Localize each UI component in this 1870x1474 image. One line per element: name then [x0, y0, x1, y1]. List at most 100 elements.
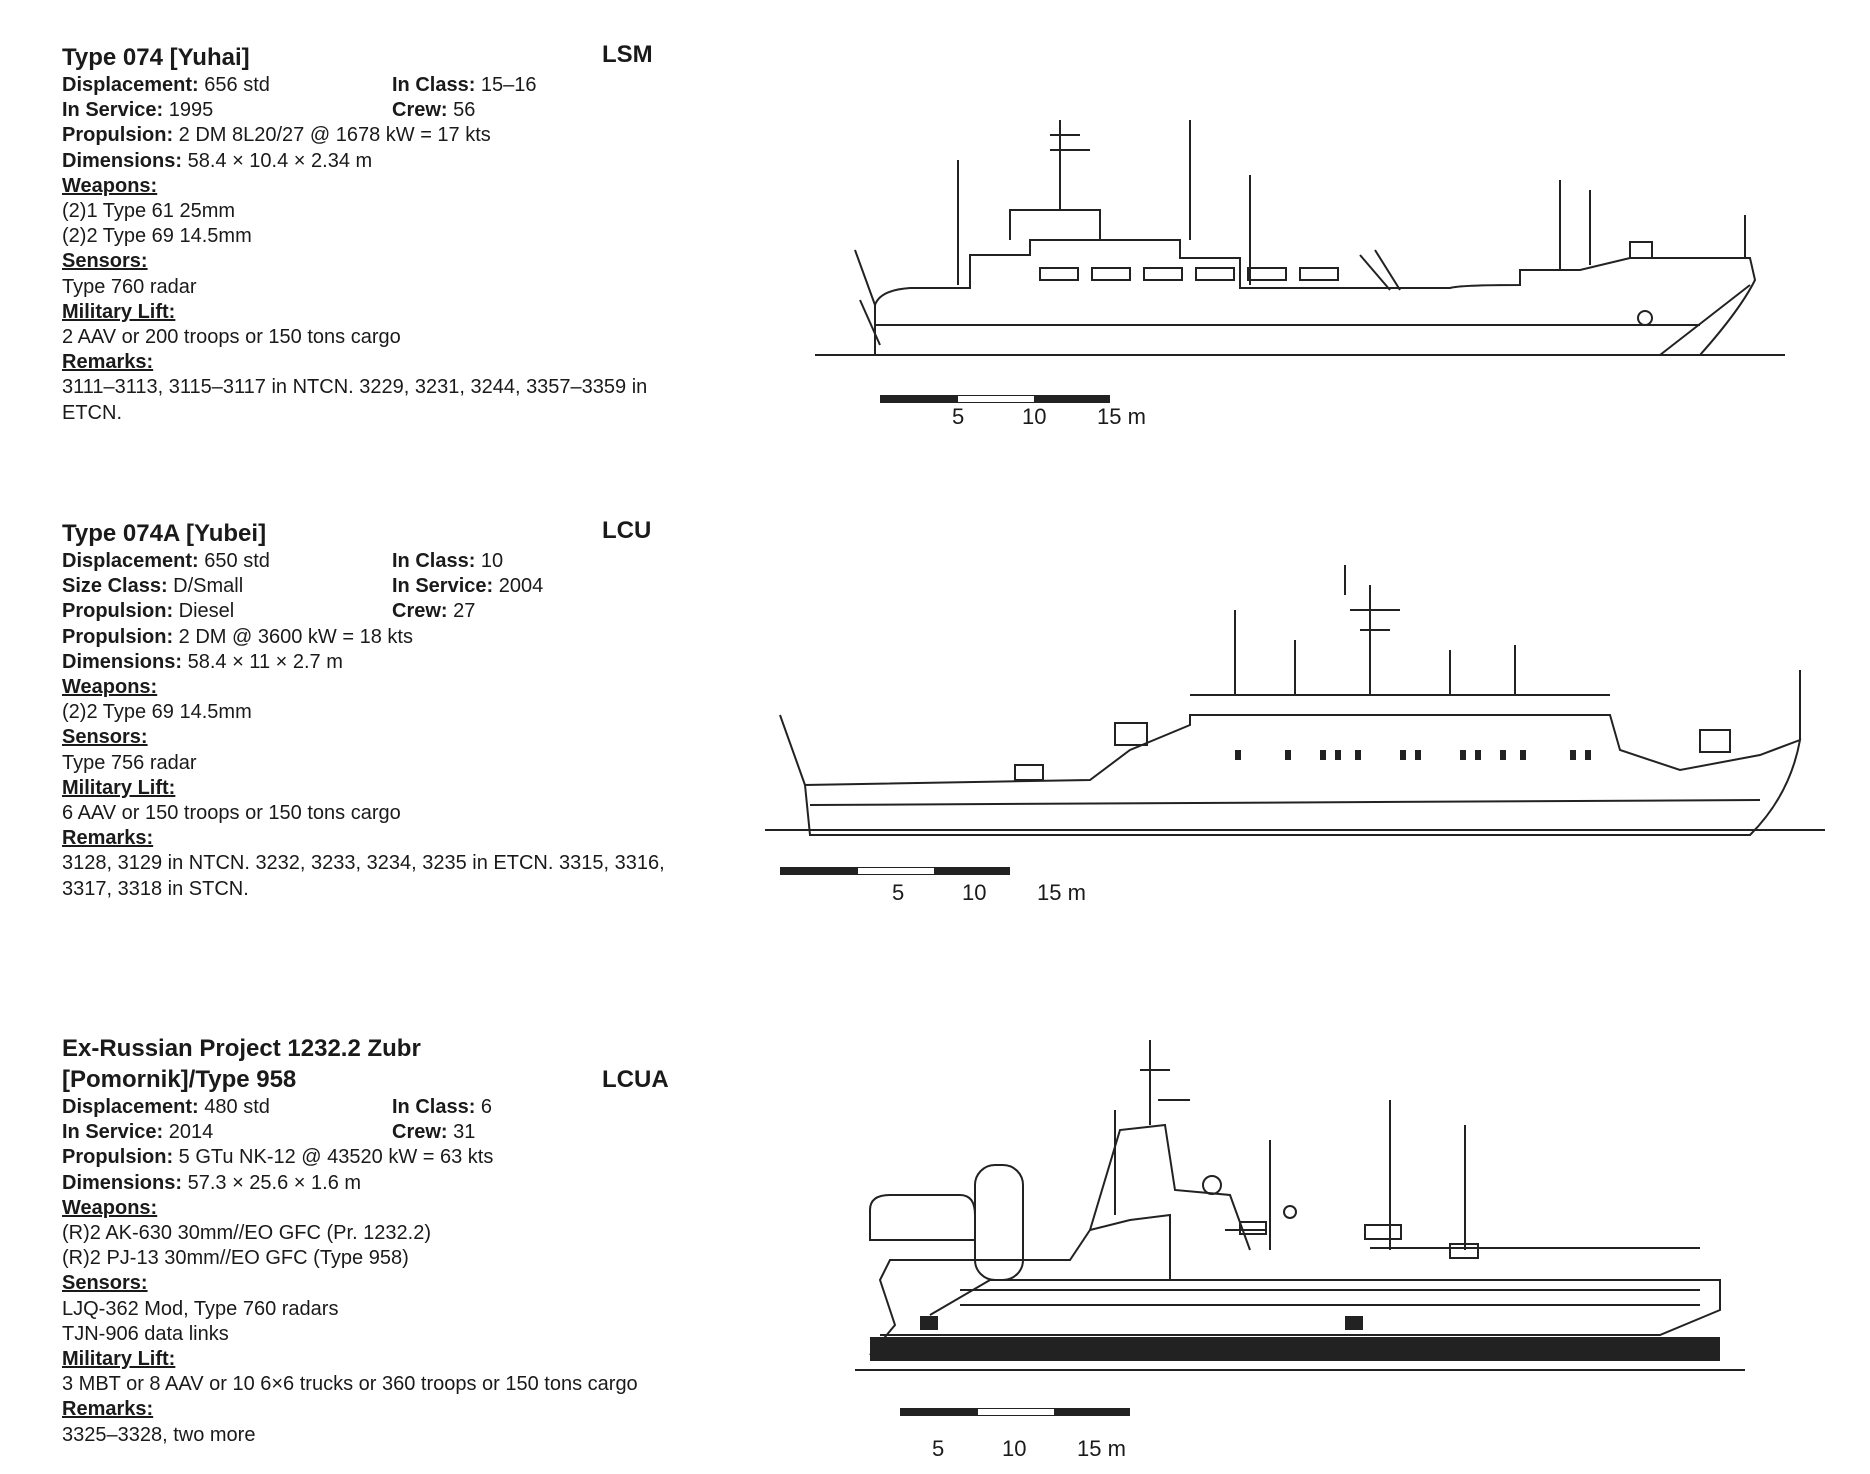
scale-label: 10 [1022, 404, 1047, 429]
spec-label: Propulsion: [62, 600, 174, 623]
lift-heading: Military Lift: [62, 300, 176, 323]
propulsion-line: Propulsion: 5 GTu NK-12 @ 43520 kW = 63 … [62, 1145, 702, 1170]
spec-value: 58.4 × 10.4 × 2.34 m [182, 149, 373, 172]
lift-heading: Military Lift: [62, 776, 176, 799]
propulsion-line: Propulsion: 2 DM @ 3600 kW = 18 kts [62, 625, 702, 650]
spec-value: D/Small [167, 575, 244, 598]
ship-title: Type 074A [Yubei] [62, 520, 267, 547]
title-row: Type 074A [Yubei] LCU [62, 518, 702, 549]
dimensions-line: Dimensions: 58.4 × 11 × 2.7 m [62, 650, 702, 675]
weapon-item: (2)2 Type 69 14.5mm [62, 701, 252, 724]
spec-value: 1995 [163, 99, 214, 122]
scale-label: 5 [932, 1436, 945, 1461]
spec-label: Displacement: [62, 74, 199, 96]
spec-value: 6 [475, 1096, 493, 1118]
spec-value: 480 std [198, 1096, 270, 1118]
lift-item: 6 AAV or 150 troops or 150 tons cargo [62, 801, 401, 824]
ship-profile-icon [765, 565, 1825, 875]
spec-label: In Service: [392, 575, 494, 598]
weapon-item: (2)2 Type 69 14.5mm [62, 225, 252, 248]
ship-title: Ex-Russian Project 1232.2 Zubr [62, 1035, 421, 1062]
spec-value: 2 DM 8L20/27 @ 1678 kW = 17 kts [173, 124, 491, 147]
dimensions-line: Dimensions: 58.4 × 10.4 × 2.34 m [62, 149, 702, 174]
weapon-item: (R)2 PJ-13 30mm//EO GFC (Type 958) [62, 1247, 409, 1270]
spec-value: 2 DM @ 3600 kW = 18 kts [173, 625, 413, 648]
spec-row: Displacement: 650 std In Class: 10 [62, 549, 702, 574]
spec-value: 15–16 [475, 74, 537, 96]
ship-drawing-type-074a [760, 555, 1840, 915]
sensors-heading: Sensors: [62, 726, 148, 749]
spec-label: In Class: [392, 1096, 476, 1118]
remarks-text: 3128, 3129 in NTCN. 3232, 3233, 3234, 32… [62, 852, 665, 900]
spec-label: Displacement: [62, 550, 199, 572]
remarks-heading: Remarks: [62, 351, 154, 374]
spec-label: Crew: [392, 1121, 448, 1144]
spec-row: Propulsion: Diesel Crew: 27 [62, 599, 702, 624]
ship-drawing-zubr [840, 990, 1760, 1460]
spec-row: Size Class: D/Small In Service: 2004 [62, 574, 702, 599]
propulsion-line: Propulsion: 2 DM 8L20/27 @ 1678 kW = 17 … [62, 123, 702, 148]
spec-label: In Class: [392, 550, 476, 572]
lift-item: 3 MBT or 8 AAV or 10 6×6 trucks or 360 t… [62, 1373, 638, 1396]
spec-label: Propulsion: [62, 1146, 174, 1169]
weapons-heading: Weapons: [62, 1196, 158, 1219]
spec-label: Propulsion: [62, 625, 174, 648]
spec-label: In Class: [392, 74, 476, 96]
hovercraft-profile-icon [855, 1040, 1745, 1416]
sensors-heading: Sensors: [62, 250, 148, 273]
weapon-item: (2)1 Type 61 25mm [62, 199, 236, 222]
spec-value: 27 [447, 600, 476, 623]
sensor-item: LJQ-362 Mod, Type 760 radars [62, 1297, 339, 1320]
class-code: LCU [602, 517, 652, 544]
scale-label: 5 [892, 880, 905, 905]
weapon-item: (R)2 AK-630 30mm//EO GFC (Pr. 1232.2) [62, 1221, 432, 1244]
spec-label: Crew: [392, 600, 448, 623]
spec-label: Size Class: [62, 575, 168, 598]
scale-label: 15 m [1077, 1436, 1126, 1461]
spec-label: Dimensions: [62, 650, 183, 673]
spec-value: 10 [475, 550, 504, 572]
spec-row: Displacement: 656 std In Class: 15–16 [62, 73, 702, 98]
spec-row: In Service: 1995 Crew: 56 [62, 98, 702, 123]
remarks-text: 3111–3113, 3115–3117 in NTCN. 3229, 3231… [62, 376, 648, 424]
class-code: LCUA [602, 1066, 669, 1093]
scale-label: 15 m [1097, 404, 1146, 429]
remarks-heading: Remarks: [62, 1398, 154, 1421]
entry-text: Type 074 [Yuhai] LSM Displacement: 656 s… [62, 42, 702, 426]
remarks-heading: Remarks: [62, 827, 154, 850]
scale-label: 5 [952, 404, 965, 429]
spec-value: 2014 [163, 1121, 214, 1144]
class-code: LSM [602, 41, 653, 68]
spec-value: Diesel [173, 600, 235, 623]
sensors-heading: Sensors: [62, 1272, 148, 1295]
entry-text: Ex-Russian Project 1232.2 Zubr [Pomornik… [62, 1033, 702, 1448]
entry-text: Type 074A [Yubei] LCU Displacement: 650 … [62, 518, 702, 902]
sensor-item: TJN-906 data links [62, 1322, 229, 1345]
remarks-text: 3325–3328, two more [62, 1423, 256, 1446]
title-row: [Pomornik]/Type 958 LCUA [62, 1064, 702, 1095]
ship-title: [Pomornik]/Type 958 [62, 1066, 297, 1093]
spec-label: In Service: [62, 99, 164, 122]
ship-profile-icon [815, 120, 1785, 403]
spec-label: In Service: [62, 1121, 164, 1144]
dimensions-line: Dimensions: 57.3 × 25.6 × 1.6 m [62, 1171, 702, 1196]
spec-row: Displacement: 480 std In Class: 6 [62, 1095, 702, 1120]
scale-label: 10 [1002, 1436, 1027, 1461]
sensor-item: Type 756 radar [62, 751, 197, 774]
spec-label: Displacement: [62, 1096, 199, 1118]
spec-label: Propulsion: [62, 124, 174, 147]
scale-label: 10 [962, 880, 987, 905]
spec-value: 56 [447, 99, 476, 122]
spec-row: In Service: 2014 Crew: 31 [62, 1120, 702, 1145]
spec-value: 57.3 × 25.6 × 1.6 m [182, 1171, 362, 1194]
scale-label: 15 m [1037, 880, 1086, 905]
lift-item: 2 AAV or 200 troops or 150 tons cargo [62, 326, 401, 348]
lift-heading: Military Lift: [62, 1348, 176, 1370]
spec-value: 31 [447, 1121, 476, 1144]
spec-value: 58.4 × 11 × 2.7 m [182, 650, 343, 673]
title-row: Type 074 [Yuhai] LSM [62, 42, 702, 73]
ship-drawing-type-074 [800, 80, 1800, 440]
ship-title: Type 074 [Yuhai] [62, 44, 250, 71]
weapons-heading: Weapons: [62, 174, 158, 197]
spec-value: 5 GTu NK-12 @ 43520 kW = 63 kts [173, 1146, 494, 1169]
